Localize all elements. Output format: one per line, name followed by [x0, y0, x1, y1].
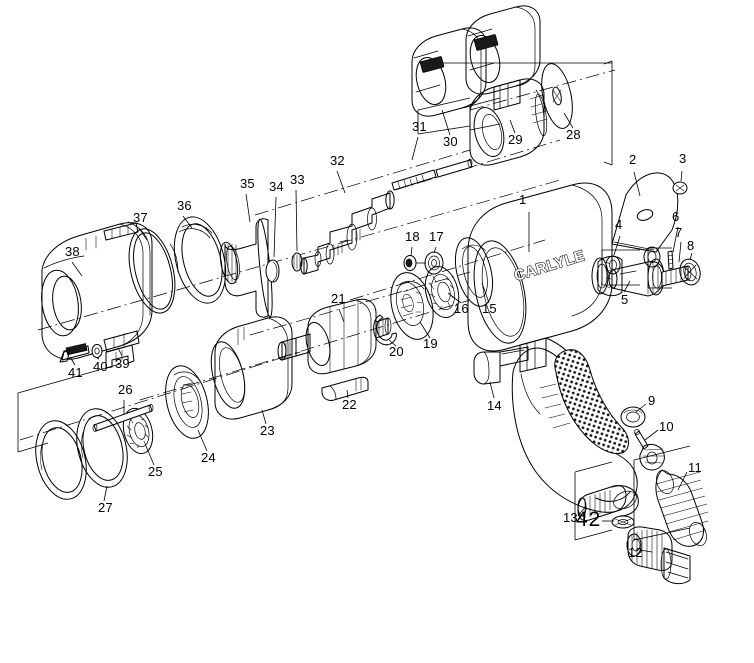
callout-label-28: 28 [566, 127, 581, 142]
callout-label-22: 22 [342, 397, 357, 412]
leader-lines [69, 109, 693, 553]
callout-label-2: 2 [629, 152, 637, 167]
callout-label-29: 29 [508, 132, 523, 147]
part-32-anvil [300, 190, 395, 275]
callout-label-31: 31 [412, 119, 427, 134]
part-27-o-ring-b [76, 408, 128, 488]
callout-label-33: 33 [290, 172, 305, 187]
part-26-dowel-pin [92, 404, 154, 432]
callout-label-41: 41 [68, 365, 83, 380]
callout-label-3: 3 [679, 151, 687, 166]
part-2-cover-plate [611, 172, 679, 253]
callout-label-10: 10 [659, 419, 674, 434]
callout-label-38: 38 [65, 244, 80, 259]
part-23-cylinder [210, 316, 293, 420]
part-9-washer [620, 406, 646, 428]
part-5-inlet-bushing [608, 258, 665, 297]
callout-label-34: 34 [269, 179, 284, 194]
part-35-front-bushing [219, 218, 273, 318]
callout-label-12: 12 [628, 545, 643, 560]
part-6-spring-pin [667, 250, 674, 270]
brand-logo-text: CARLYLE [512, 247, 587, 285]
callout-label-39: 39 [115, 356, 130, 371]
callout-label-7: 7 [675, 225, 683, 240]
part-1-main-housing: CARLYLE [467, 182, 638, 513]
part-19-front-end-plate [390, 272, 434, 340]
callout-label-36: 36 [177, 198, 192, 213]
callout-label-27: 27 [98, 500, 113, 515]
part-34-anvil-retainer [265, 259, 280, 283]
part-3-screw [672, 181, 688, 195]
part-29-hammer-frame [469, 78, 548, 166]
part-15-gasket-ring [454, 237, 494, 307]
callout-label-13: 13 [563, 510, 578, 525]
callout-label-42: 42 [576, 508, 602, 531]
part-28-thrust-washer [541, 63, 573, 129]
part-25-rear-ball-bearing [122, 407, 154, 455]
callout-label-30: 30 [443, 134, 458, 149]
callout-label-23: 23 [260, 423, 275, 438]
part-41-clamp-screw [59, 343, 90, 363]
part-18-bearing-cap [403, 255, 426, 271]
callout-label-24: 24 [201, 450, 216, 465]
part-36-seal-ring [173, 216, 227, 304]
callout-label-16: 16 [454, 301, 469, 316]
part-12-inlet-nut [626, 526, 691, 585]
group-brackets [17, 60, 691, 541]
part-8-regulator-knob [679, 258, 701, 286]
callout-label-26: 26 [118, 382, 133, 397]
callout-label-20: 20 [389, 344, 404, 359]
callout-label-1: 1 [519, 192, 527, 207]
part-11-spring [655, 469, 709, 547]
part-10-valve-pin [634, 429, 665, 471]
part-33-anvil-washer [291, 252, 303, 272]
part-22-rotor-blade [321, 376, 369, 401]
part-4-o-ring-a [605, 255, 621, 275]
callout-label-15: 15 [482, 301, 497, 316]
part-39-clamp-bracket [105, 344, 135, 369]
part-14-trigger [473, 346, 529, 385]
part-13-air-inlet-screen [577, 485, 639, 521]
callout-label-25: 25 [148, 464, 163, 479]
callout-label-17: 17 [429, 229, 444, 244]
callout-label-35: 35 [240, 176, 255, 191]
part-42-inlet-gasket [611, 515, 635, 529]
callout-label-18: 18 [405, 229, 420, 244]
callout-label-40: 40 [93, 359, 108, 374]
part-20-retaining-ring [373, 314, 397, 346]
part-21-rotor [277, 298, 392, 375]
part-27-o-ring-a [35, 420, 87, 500]
callout-label-37: 37 [133, 210, 148, 225]
callout-label-21: 21 [331, 291, 346, 306]
callout-label-11: 11 [688, 460, 702, 475]
callout-label-4: 4 [615, 217, 623, 232]
part-24-rear-end-plate [165, 365, 209, 439]
callout-label-32: 32 [330, 153, 345, 168]
callout-label-5: 5 [621, 292, 629, 307]
part-31-hammer-pin [391, 158, 473, 191]
callout-label-14: 14 [487, 398, 502, 413]
part-30-hammer-b [465, 5, 541, 95]
part-40-clamp-nut [91, 344, 103, 358]
callout-label-6: 6 [672, 209, 680, 224]
part-38-boot-cover [41, 221, 153, 360]
callout-label-8: 8 [687, 238, 695, 253]
callout-label-9: 9 [648, 393, 656, 408]
callout-label-19: 19 [423, 336, 438, 351]
part-17-rear-bearing [424, 251, 444, 275]
part-4-o-ring-b [643, 246, 661, 268]
part-16-front-bearing [424, 265, 460, 319]
